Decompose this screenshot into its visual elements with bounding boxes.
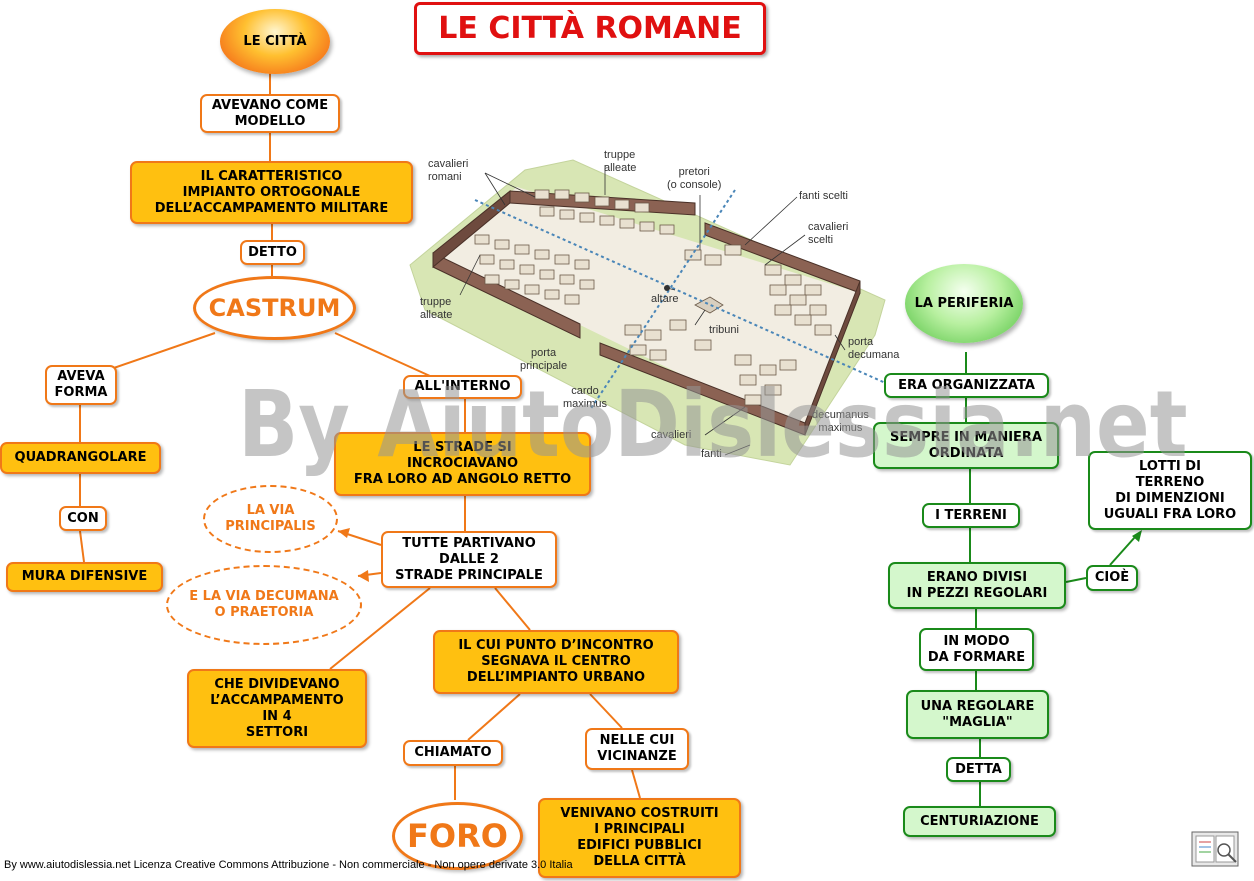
node-aveva-forma: AVEVA FORMA: [45, 365, 117, 405]
label-cardo-maximus: cardo maximus: [563, 385, 608, 410]
camp-tents: [474, 189, 832, 406]
label-decumanus-maximus: decumanus maximus: [812, 409, 869, 434]
node-detta: DETTA: [946, 757, 1011, 782]
book-logo-icon: [1191, 831, 1239, 867]
camp-floor: [433, 187, 860, 435]
node-erano-divisi: ERANO DIVISI IN PEZZI REGOLARI: [888, 562, 1066, 609]
camp-label-leaders: [459, 165, 846, 456]
license-footer: By www.aiutodislessia.net Licenza Creati…: [4, 859, 573, 871]
label-porta-principale: porta principale: [520, 347, 568, 372]
node-castrum: CASTRUM: [193, 276, 356, 340]
node-via-principalis: LA VIA PRINCIPALIS: [203, 485, 338, 553]
node-i-terreni: I TERRENI: [922, 503, 1020, 528]
node-avevano-come-modello: AVEVANO COME MODELLO: [200, 94, 340, 133]
node-che-dividevano: CHE DIVIDEVANO L’ACCAMPAMENTO IN 4 SETTO…: [187, 669, 367, 748]
node-chiamato: CHIAMATO: [403, 740, 503, 766]
node-quadrangolare: QUADRANGOLARE: [0, 442, 161, 474]
node-impianto-ortogonale: IL CARATTERISTICO IMPIANTO ORTOGONALE DE…: [130, 161, 413, 224]
node-mura-difensive: MURA DIFENSIVE: [6, 562, 163, 592]
label-truppe-alleate-top: truppe alleate: [604, 149, 637, 174]
node-nelle-cui-vicinanze: NELLE CUI VICINANZE: [585, 728, 689, 770]
node-tutte-partivano: TUTTE PARTIVANO DALLE 2 STRADE PRINCIPAL…: [381, 531, 557, 588]
label-tribuni: tribuni: [709, 324, 739, 336]
label-fanti: fanti: [701, 448, 722, 460]
node-cioe: CIOÈ: [1086, 565, 1138, 591]
node-era-organizzata: ERA ORGANIZZATA: [884, 373, 1049, 398]
label-porta-decumana: porta decumana: [848, 336, 900, 361]
label-cavalieri-romani: cavalieri romani: [428, 158, 469, 183]
node-detto: DETTO: [240, 240, 305, 265]
node-la-periferia: LA PERIFERIA: [905, 264, 1023, 343]
node-strade-incrociavano: LE STRADE SI INCROCIAVANO FRA LORO AD AN…: [334, 432, 591, 496]
label-cavalieri: cavalieri: [651, 429, 692, 441]
label-pretori: pretori (o console): [667, 166, 722, 191]
node-via-decumana: E LA VIA DECUMANA O PRAETORIA: [166, 565, 362, 645]
label-fanti-scelti: fanti scelti: [799, 190, 848, 202]
node-foro: FORO: [392, 802, 523, 870]
node-regolare-maglia: UNA REGOLARE "MAGLIA": [906, 690, 1049, 739]
node-con: CON: [59, 506, 107, 531]
node-sempre-ordinata: SEMPRE IN MANIERA ORDINATA: [873, 422, 1059, 469]
node-in-modo: IN MODO DA FORMARE: [919, 628, 1034, 671]
node-punto-incontro: IL CUI PUNTO D’INCONTRO SEGNAVA IL CENTR…: [433, 630, 679, 694]
castrum-illustration: [409, 159, 891, 466]
road-lines: [474, 189, 891, 411]
node-lotti-di-terreno: LOTTI DI TERRENO DI DIMENZIONI UGUALI FR…: [1088, 451, 1252, 530]
page-title: LE CITTÀ ROMANE: [414, 2, 766, 55]
node-centuriazione: CENTURIAZIONE: [903, 806, 1056, 837]
node-le-citta: LE CITTÀ: [220, 9, 330, 74]
label-truppe-alleate-left: truppe alleate: [420, 296, 453, 321]
node-edifici-pubblici: VENIVANO COSTRUITI I PRINCIPALI EDIFICI …: [538, 798, 741, 878]
label-altare: altare: [651, 293, 679, 305]
node-all-interno: ALL'INTERNO: [403, 375, 522, 399]
label-cavalieri-scelti: cavalieri scelti: [808, 221, 849, 246]
